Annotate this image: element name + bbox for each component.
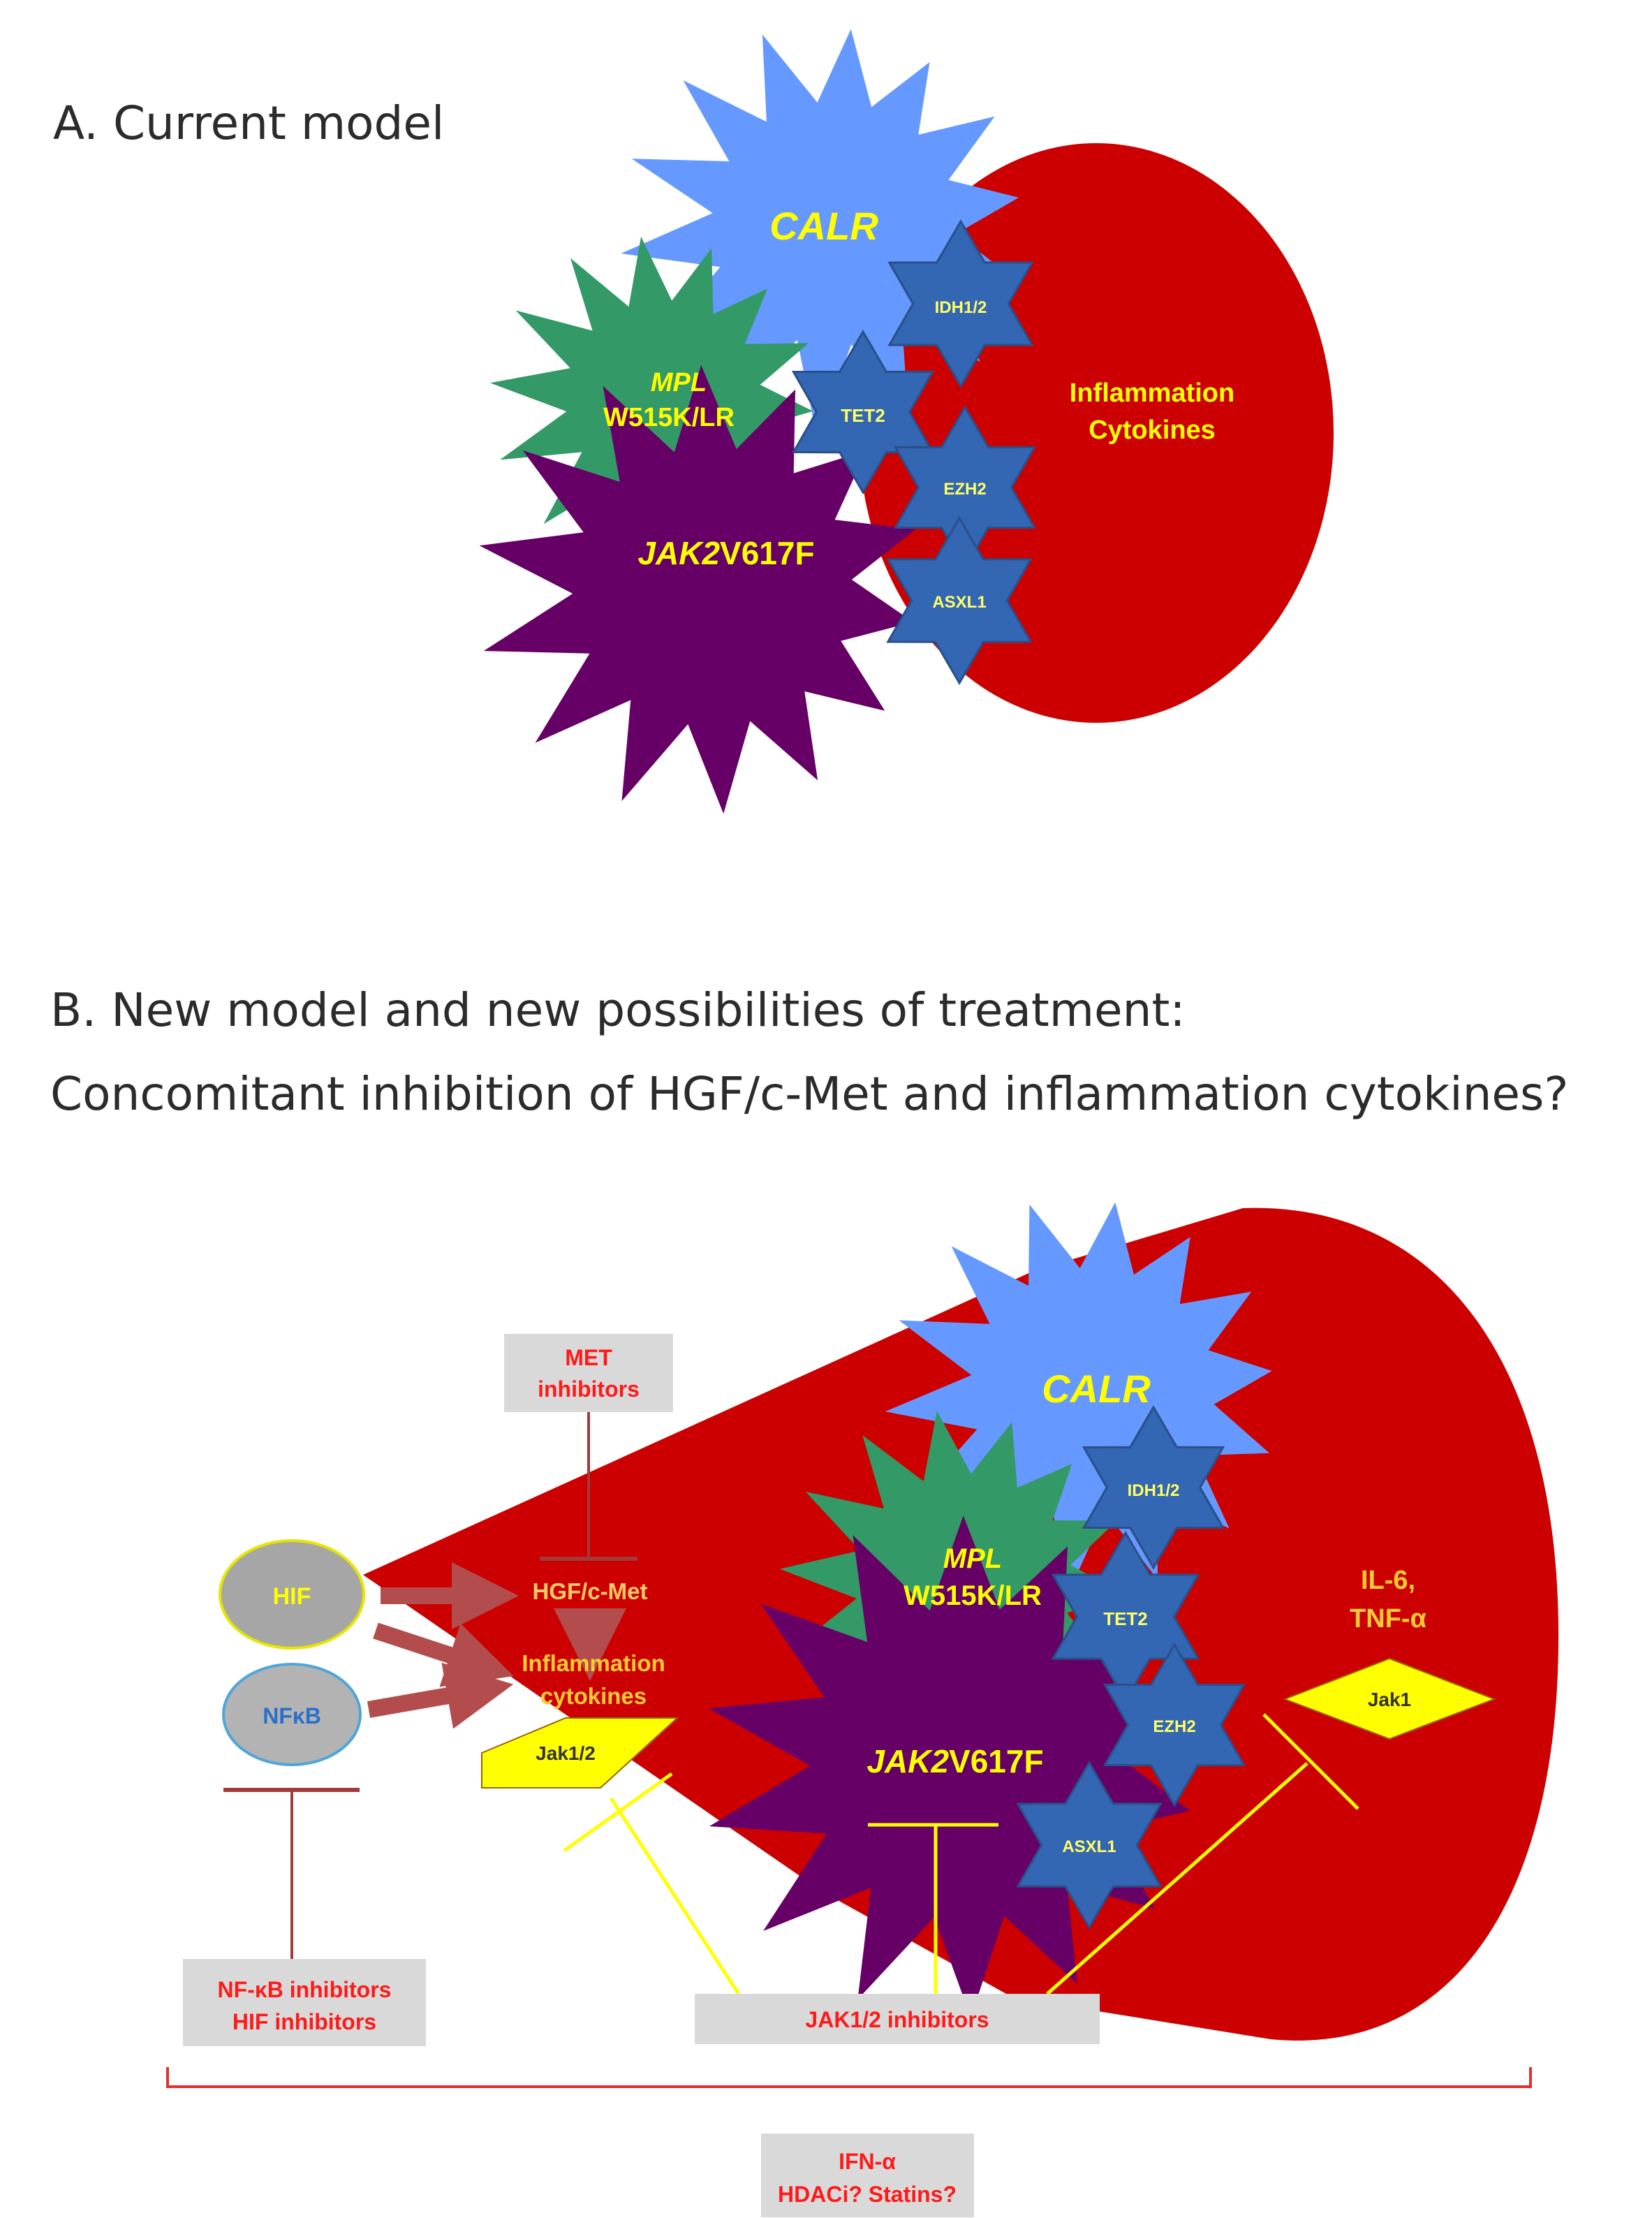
panel-b-ezh2-label: EZH2: [1153, 1717, 1195, 1736]
arrow-hif-infl: [373, 1622, 514, 1687]
panel-a-jak2-burst: [479, 365, 916, 814]
panel-b-idh-label: IDH1/2: [1128, 1481, 1180, 1500]
panel-b-infl-label-1: Inflammation: [522, 1650, 665, 1676]
panel-a-ezh2-label: EZH2: [943, 480, 986, 499]
met-inhibitors-label-2: inhibitors: [538, 1376, 640, 1402]
hdaci-statins-label: HDACi? Statins?: [778, 2182, 957, 2207]
panel-b-jak2-label: JAK2V617F: [866, 1743, 1043, 1779]
panel-a-cell-label-2: Cytokines: [1089, 416, 1216, 445]
panel-b-infl-label-2: cytokines: [540, 1683, 647, 1709]
il6-label: IL-6,: [1361, 1566, 1415, 1595]
panel-b-asxl1-star: [1016, 1761, 1163, 1930]
met-inhibitors-label-1: MET: [565, 1345, 612, 1370]
nfkb-node: [222, 1663, 362, 1766]
panel-b-asxl1-label: ASXL1: [1062, 1837, 1116, 1856]
panel-a-asxl1-label: ASXL1: [932, 593, 986, 612]
panel-a-calr-label: CALR: [769, 204, 878, 248]
jak1-diamond: [1283, 1657, 1496, 1740]
panel-a-jak2-label: JAK2V617F: [637, 535, 814, 571]
panel-a-idh-label: IDH1/2: [935, 298, 987, 317]
hif-node: [219, 1539, 365, 1650]
met-inhibitors-box: [504, 1334, 673, 1412]
hif-label: HIF: [273, 1583, 311, 1610]
panel-b-ezh2-star: [1102, 1643, 1246, 1807]
jak-inhib-line-left: [609, 1797, 741, 1995]
nfkb-label: NFκB: [263, 1703, 321, 1728]
panel-a-title: A. Current model: [53, 96, 445, 150]
panel-a-cell-label-1: Inflammation: [1070, 379, 1234, 408]
nfkb-inhibitors-label: NF-κB inhibitors: [218, 1977, 392, 2002]
panel-a-idh-star: [887, 219, 1034, 388]
jak12-diamond: [481, 1717, 679, 1789]
ifn-label: IFN-α: [839, 2149, 896, 2174]
panel-a-mpl-sub-label: W515K/LR: [603, 403, 735, 432]
panel-b-mpl-label: MPL: [943, 1543, 1002, 1574]
arrow-nfkb-infl: [367, 1662, 514, 1729]
panel-b-mpl-sub-label: W515K/LR: [904, 1580, 1042, 1611]
hif-inhibitors-label: HIF inhibitors: [233, 2009, 376, 2034]
panel-b-calr-label: CALR: [1042, 1367, 1151, 1411]
panel-b-title-line2: Concomitant inhibition of HGF/c-Met and …: [50, 1067, 1569, 1121]
panel-b: HIF NFκB MET inhibitors HGF/c-Met Inflam…: [166, 1202, 1559, 2217]
panel-a-asxl1-star: [886, 516, 1033, 685]
jak-inhib-bar-left: [563, 1772, 673, 1853]
panel-a-tet2-label: TET2: [841, 405, 885, 426]
jak-inhibitors-box: [695, 1994, 1100, 2044]
hgf-cmet-label: HGF/c-Met: [533, 1578, 648, 1604]
jak-inhib-bar-right: [1262, 1713, 1359, 1810]
panel-b-tet2-label: TET2: [1103, 1608, 1148, 1629]
panel-b-idh-star: [1082, 1405, 1225, 1570]
panel-a-calr-burst: [621, 29, 1019, 435]
jak1-label: Jak1: [1368, 1689, 1411, 1710]
panel-a-mpl-label: MPL: [651, 368, 707, 397]
jak-inhib-line-right: [1046, 1762, 1308, 1995]
ifn-box: [761, 2133, 974, 2217]
jak12-label: Jak1/2: [536, 1742, 596, 1764]
nfkb-hif-inhibitors-box: [183, 1959, 426, 2046]
jak-inhibitors-label: JAK1/2 inhibitors: [805, 2007, 989, 2032]
panel-a: CALR MPL W515K/LR JAK2V617F IDH1/2 TET2 …: [479, 29, 1334, 814]
panel-b-title-line1: B. New model and new possibilities of tr…: [50, 983, 1186, 1037]
tnfa-label: TNF-α: [1350, 1604, 1426, 1633]
bracket: [166, 2067, 1532, 2088]
